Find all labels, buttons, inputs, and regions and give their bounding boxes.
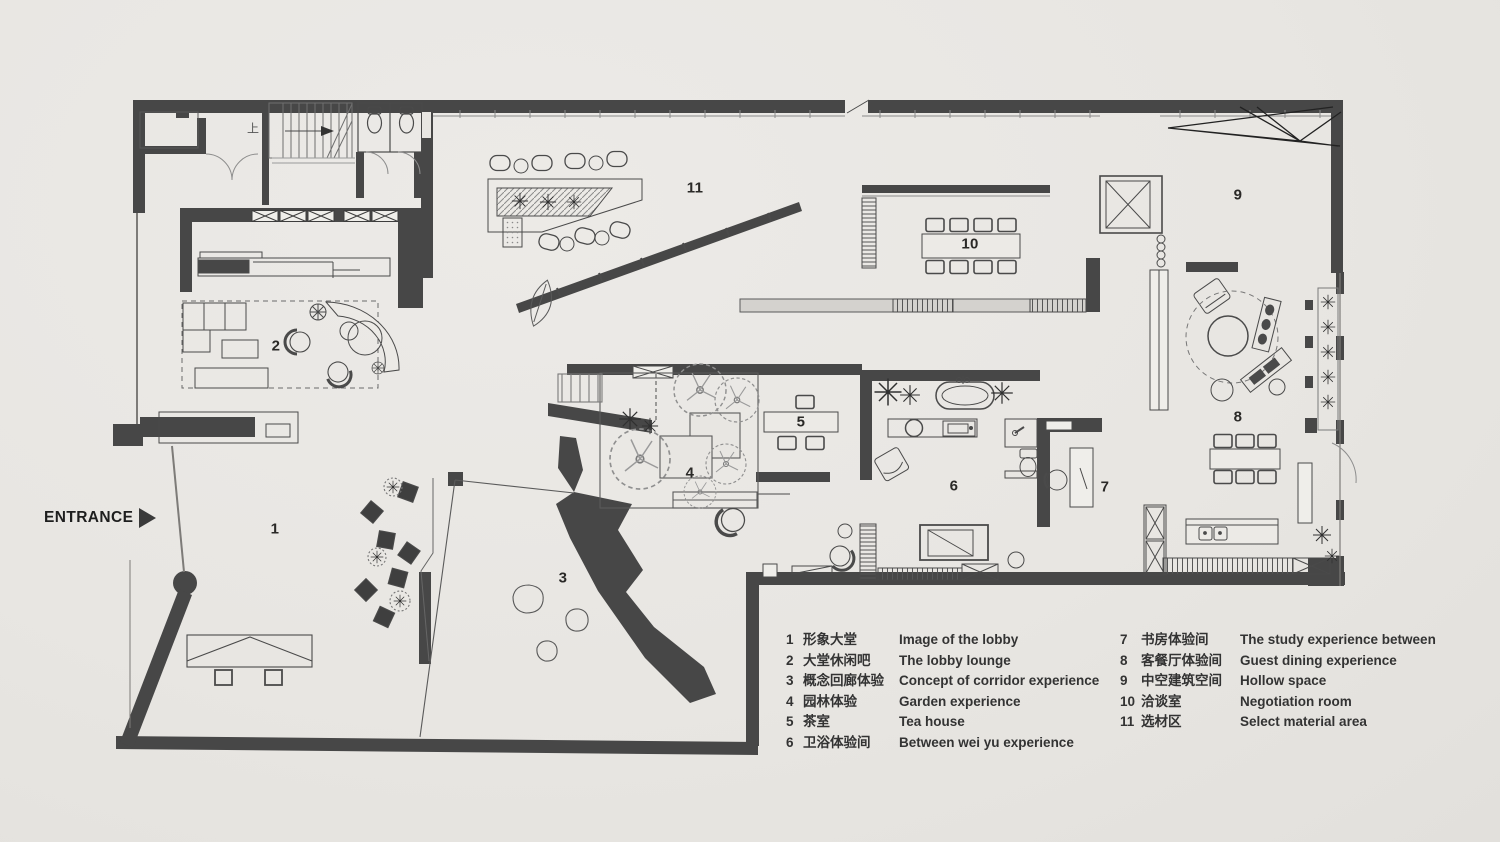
legend-item-5: 5 茶室 Tea house (786, 714, 965, 729)
legend-item-4: 4 园林体验 Garden experience (786, 693, 1021, 709)
lounge-furniture (181, 300, 400, 392)
tea-house-furniture (632, 365, 839, 495)
legend-item-3: 3 概念回廊体验 Concept of corridor experience (786, 673, 1100, 688)
corridor-area (419, 479, 589, 738)
glazing-lines (129, 213, 1341, 728)
room-number-label-8: 8 (1233, 408, 1243, 426)
wc-cubicles (357, 102, 431, 175)
room-number-label-6: 6 (949, 477, 959, 495)
window-ticks (433, 99, 1331, 118)
display-wall-cases (251, 210, 399, 222)
legend-column-1: 1 形象大堂 Image of the lobby 2 大堂休闲吧 The lo… (786, 630, 1099, 753)
room-number-label-1: 1 (270, 520, 280, 538)
legend-item-6: 6 卫浴体验间 Between wei yu experience (786, 734, 1074, 750)
negotiation-room (739, 175, 1166, 313)
room-number-label-2: 2 (271, 337, 281, 355)
lobby-counters (158, 251, 391, 444)
legend-item-7: 7 书房体验间 The study experience between (1120, 632, 1436, 647)
tall-cabinet (1149, 269, 1169, 411)
legend-item-2: 2 大堂休闲吧 The lobby lounge (786, 652, 1011, 668)
room-top-left (139, 111, 259, 181)
room-number-label-11: 11 (686, 179, 704, 197)
legend-item-8: 8 客餐厅体验间 Guest dining experience (1120, 652, 1397, 668)
garden-furniture (557, 363, 760, 543)
lobby-furniture (186, 477, 434, 686)
bathroom-furniture (762, 376, 1038, 581)
room-number-label-10: 10 (961, 235, 979, 253)
legend-column-2: 7 书房体验间 The study experience between 8 客… (1120, 630, 1436, 733)
entrance-label: ENTRANCE (44, 509, 134, 526)
legend-item-9: 9 中空建筑空间 Hollow space (1120, 673, 1327, 688)
study-furniture (1043, 420, 1094, 508)
hollow-space-canopy (1167, 106, 1342, 147)
room-number-label-7: 7 (1100, 478, 1110, 496)
room-number-label-5: 5 (796, 413, 806, 431)
room-number-label-9: 9 (1233, 186, 1243, 204)
staircase-top (268, 102, 355, 164)
legend-item-10: 10 洽谈室 Negotiation room (1120, 693, 1352, 709)
legend-item-11: 11 选材区 Select material area (1120, 714, 1367, 729)
entrance-callout: ENTRANCE (44, 508, 157, 528)
entrance-arrow-icon (139, 508, 157, 528)
material-area-furniture (487, 150, 772, 327)
room-number-label-3: 3 (558, 569, 568, 587)
legend-item-1: 1 形象大堂 Image of the lobby (786, 632, 1019, 647)
guest-dining-furniture (1143, 278, 1357, 576)
stair-up-label: 上 (246, 121, 260, 136)
room-number-label-4: 4 (685, 464, 695, 482)
